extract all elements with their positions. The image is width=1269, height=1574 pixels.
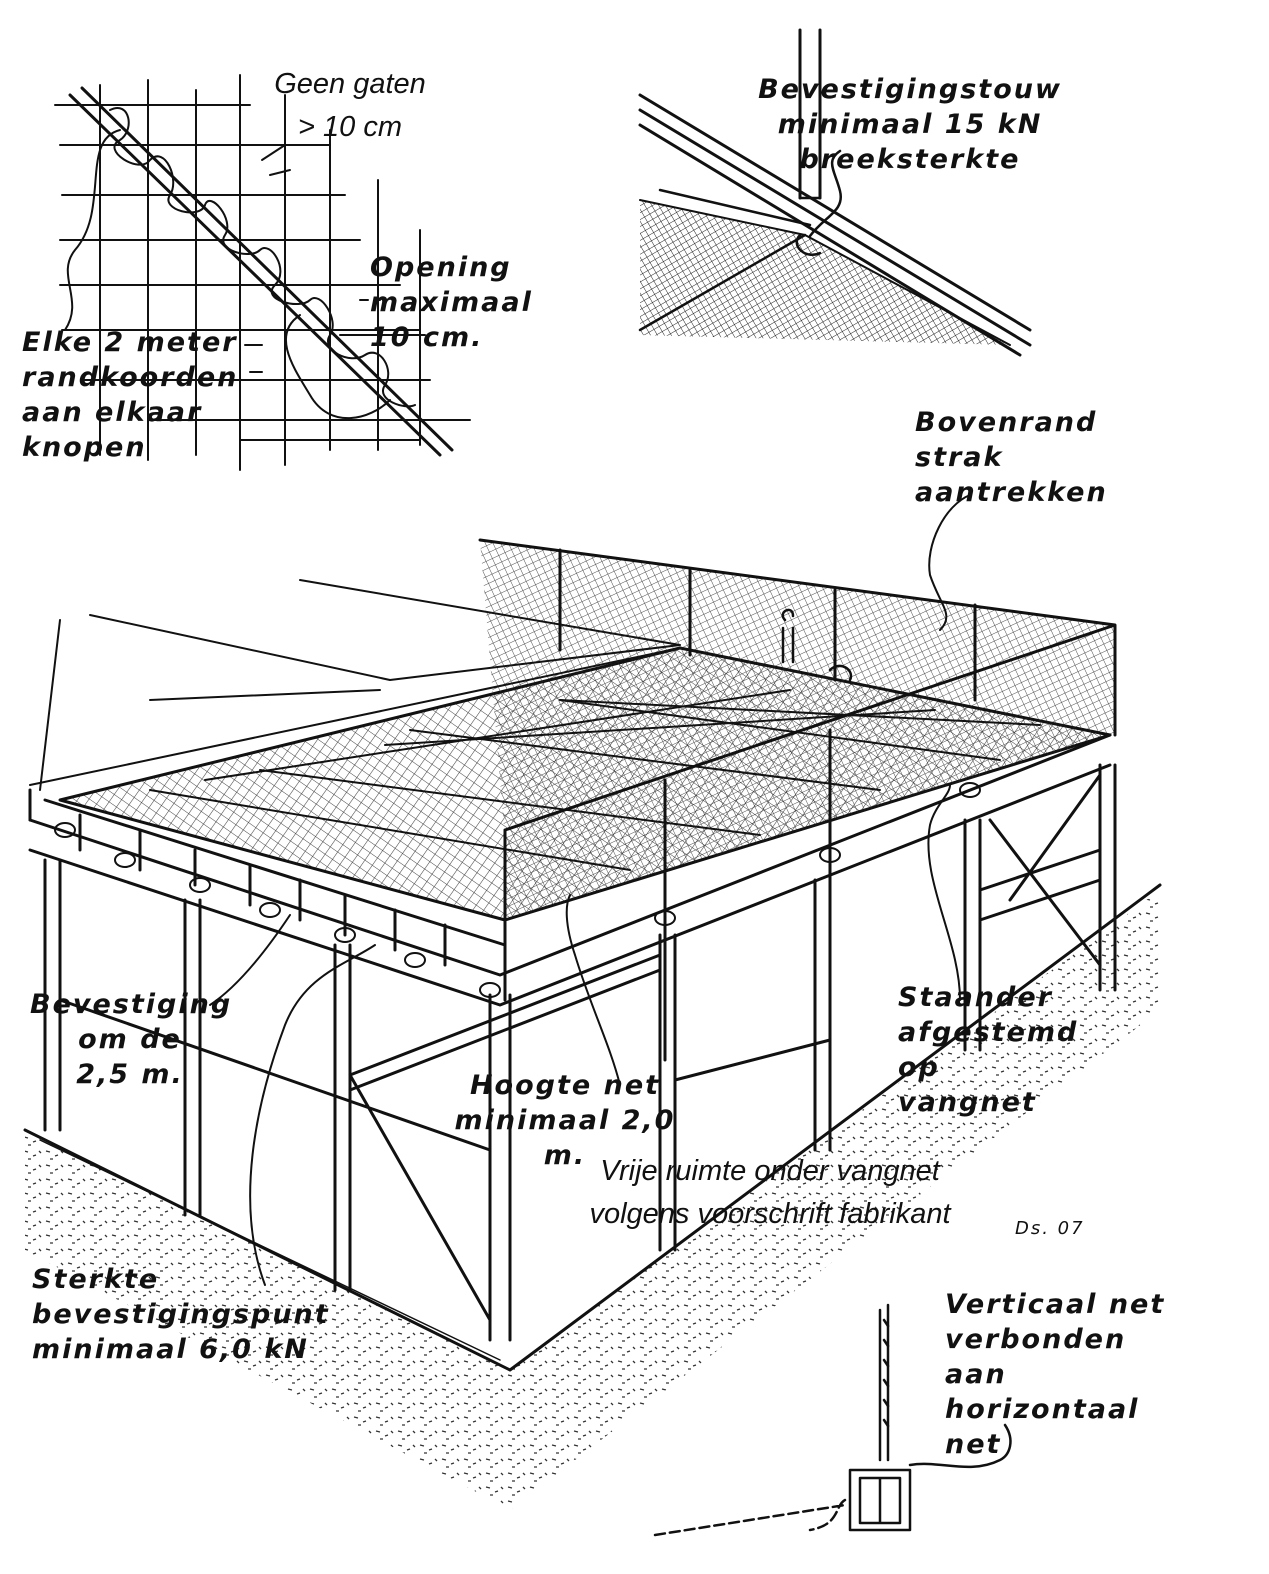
- leader-lines: [209, 494, 971, 1286]
- label-no-holes: Geen gaten > 10 cm: [274, 68, 426, 143]
- artist-signature: Ds. 07: [1015, 1218, 1085, 1239]
- label-post: Staander afgestemd op vangnet: [898, 982, 1079, 1118]
- label-vertical-net: Verticaal net verbonden aan horizontaal …: [945, 1289, 1166, 1460]
- detail-edge-knots: [54, 74, 471, 471]
- label-knots: Elke 2 meter randkoorden aan elkaar knop…: [22, 327, 239, 463]
- label-free-space: Vrije ruimte onder vangnet volgens voors…: [589, 1155, 951, 1230]
- label-fastening-rope: Bevestigingstouw minimaal 15 kN breekste…: [758, 74, 1062, 175]
- detail-fastening-rope: [638, 28, 1032, 357]
- label-net-height: Hoogte net minimaal 2,0 m.: [454, 1070, 676, 1171]
- main-scaffold: [23, 538, 1162, 1510]
- label-fastening-interval: Bevestiging om de 2,5 m.: [30, 989, 233, 1090]
- label-opening: Opening maximaal 10 cm.: [370, 252, 533, 353]
- label-top-edge: Bovenrand strak aantrekken: [915, 407, 1108, 508]
- label-strength: Sterkte bevestigingspunt minimaal 6,0 kN: [32, 1264, 330, 1365]
- detail-vertical-net: [653, 1303, 1012, 1537]
